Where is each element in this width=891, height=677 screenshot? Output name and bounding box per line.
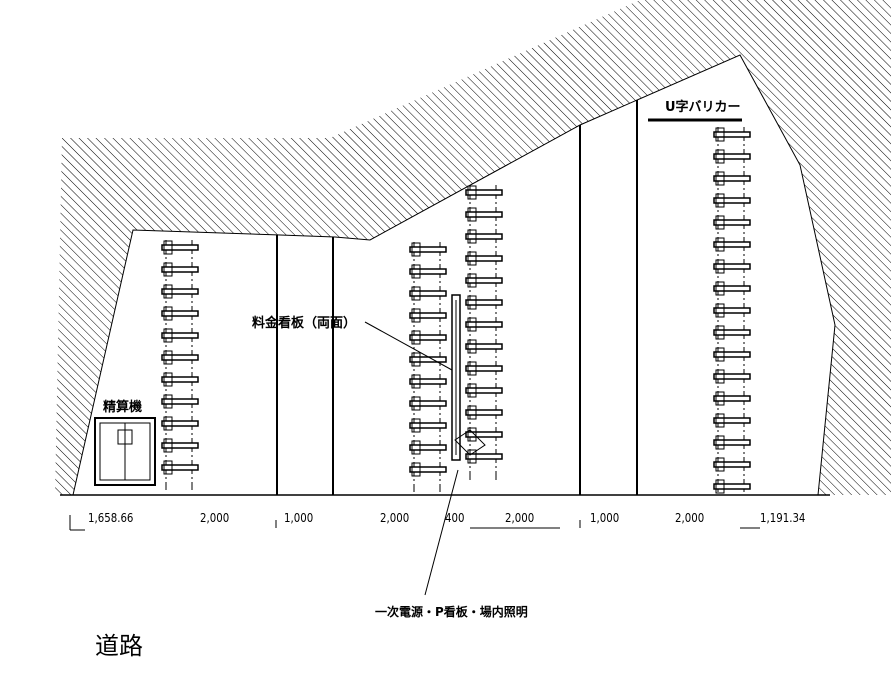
bicycle-stand [465,299,503,306]
bicycle-stand [713,131,751,138]
pay-machine-label: 精算機 [103,400,143,415]
bicycle-stand [409,400,447,407]
dimension-7: 1,000 [590,511,620,525]
bicycle-stand [713,263,751,270]
price-sign-leader [364,321,453,371]
road-label: 道路 [95,632,143,660]
bicycle-stand [409,290,447,297]
bicycle-stand [465,387,503,394]
bicycle-stand [409,466,447,473]
bicycle-stand [161,354,199,361]
bicycle-stand [465,321,503,328]
pay-machine-symbol [94,417,156,486]
bicycle-stand [713,373,751,380]
stall-dividers [276,100,638,495]
bicycle-stand [409,422,447,429]
bicycle-stand [713,241,751,248]
power-note-label: 一次電源・P看板・場内照明 [375,605,528,619]
bicycle-stand [161,332,199,339]
power-leader [424,469,459,596]
dimension-8: 2,000 [675,511,705,525]
price-sign-label: 料金看板（両面） [252,316,357,331]
bollard-label: U字バリカー [665,100,741,115]
bicycle-stand [161,244,199,251]
dimension-9: 1,191.34 [760,511,806,525]
bicycle-stand [465,189,503,196]
dimension-ticks [69,515,760,531]
bicycle-stand [713,417,751,424]
bicycle-stand [161,464,199,471]
bicycle-rack-column [409,242,447,492]
bicycle-stand [713,439,751,446]
bicycle-stand [713,219,751,226]
bicycle-stand [465,431,503,438]
bicycle-stand [161,266,199,273]
dimension-5: 400 [445,511,465,525]
bicycle-stand [465,365,503,372]
hatched-boundary [55,0,891,495]
dimension-3: 1,000 [284,511,314,525]
dimension-1: 1,658.66 [88,511,134,525]
bicycle-stand [409,444,447,451]
bicycle-stand [409,246,447,253]
bicycle-stand [161,376,199,383]
bicycle-stand [713,395,751,402]
bicycle-stand [713,351,751,358]
bicycle-stand [713,285,751,292]
bicycle-stand [465,343,503,350]
bicycle-stand [409,312,447,319]
price-sign-board [451,294,486,461]
bicycle-stand [409,334,447,341]
dimension-6: 2,000 [505,511,535,525]
bicycle-stand [161,420,199,427]
bicycle-stand [713,197,751,204]
bicycle-stand [161,310,199,317]
bicycle-stand [465,409,503,416]
lot-boundary [72,54,836,496]
bicycle-stand [465,453,503,460]
bicycle-stand [713,461,751,468]
bicycle-racks [161,127,751,494]
bicycle-rack-column [713,127,751,494]
dimension-2: 2,000 [200,511,230,525]
bicycle-stand [409,268,447,275]
bicycle-stand [409,378,447,385]
bicycle-stand [713,153,751,160]
bicycle-stand [713,329,751,336]
bicycle-stand [409,356,447,363]
bicycle-stand [465,255,503,262]
bicycle-stand [713,483,751,490]
bicycle-stand [713,307,751,314]
bicycle-stand [465,233,503,240]
bicycle-rack-column [465,185,503,480]
bicycle-stand [161,398,199,405]
bicycle-rack-column [161,240,199,490]
bicycle-stand [161,288,199,295]
bicycle-stand [465,277,503,284]
bicycle-stand [161,442,199,449]
bicycle-stand [713,175,751,182]
dimension-4: 2,000 [380,511,410,525]
bicycle-stand [465,211,503,218]
